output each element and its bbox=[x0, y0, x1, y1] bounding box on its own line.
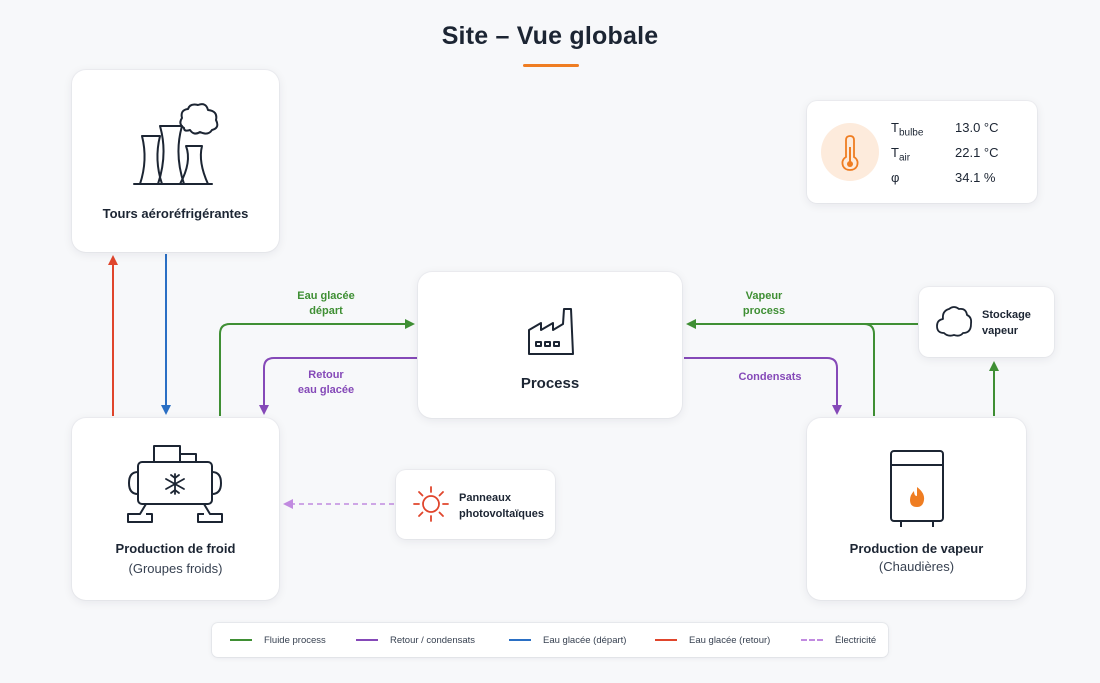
flow-condensats bbox=[684, 357, 842, 415]
node-panneaux-photovoltaiques[interactable]: Panneaux photovoltaïques bbox=[396, 470, 555, 539]
legend: Fluide process Retour / condensats Eau g… bbox=[212, 623, 888, 657]
title-underline bbox=[523, 64, 579, 67]
sensor-value-tair: 22.1 °C bbox=[955, 145, 999, 160]
node-label: Production de froid bbox=[115, 541, 236, 556]
sun-icon bbox=[413, 486, 449, 522]
sensor-label-phi: φ bbox=[891, 170, 900, 185]
node-label: Process bbox=[520, 375, 580, 392]
chiller-icon bbox=[127, 445, 223, 523]
node-production-vapeur[interactable]: Production de vapeur (Chaudières) bbox=[807, 418, 1026, 600]
node-production-froid[interactable]: Production de froid (Groupes froids) bbox=[72, 418, 279, 600]
label-vapeur-process: Vapeur process bbox=[742, 290, 786, 317]
label-eau-glacee-depart: Eau glacée départ bbox=[297, 290, 355, 317]
legend-item-retour-condensats: Retour / condensats bbox=[356, 623, 475, 657]
sensor-value-phi: 34.1 % bbox=[955, 170, 996, 185]
legend-swatch bbox=[509, 639, 531, 641]
node-label: Production de vapeur bbox=[849, 541, 984, 556]
legend-swatch bbox=[356, 639, 378, 641]
node-tours-aerorefrigerantes[interactable]: Tours aéroréfrigérantes bbox=[72, 70, 279, 252]
legend-item-eau-glacee-depart: Eau glacée (départ) bbox=[509, 623, 626, 657]
cloud-icon bbox=[936, 306, 973, 337]
flow-retour-eau-glacee bbox=[259, 357, 417, 415]
sensor-panel: Tbulbe 13.0 °C Tair 22.1 °C φ 34.1 % bbox=[807, 101, 1037, 203]
node-process[interactable]: Process bbox=[418, 272, 682, 418]
sensor-label-tair: Tair bbox=[891, 145, 911, 164]
cooling-tower-icon bbox=[133, 103, 219, 185]
legend-swatch bbox=[801, 639, 823, 641]
label-condensats: Condensats bbox=[738, 371, 802, 383]
sensor-label-tbulbe: Tbulbe bbox=[891, 120, 924, 139]
node-label: Stockage vapeur bbox=[982, 309, 1031, 337]
legend-item-eau-glacee-retour: Eau glacée (retour) bbox=[655, 623, 770, 657]
node-sublabel: (Groupes froids) bbox=[128, 561, 223, 576]
legend-swatch bbox=[655, 639, 677, 641]
label-retour-eau-glacee: Retour eau glacée bbox=[297, 369, 355, 396]
flow-eau-glacee-depart bbox=[219, 319, 415, 416]
flow-vapeur-from-boiler bbox=[863, 323, 875, 416]
legend-swatch bbox=[230, 639, 252, 641]
thermometer-icon bbox=[841, 135, 859, 171]
legend-item-electricite: Électricité bbox=[801, 623, 876, 657]
legend-item-fluide-process: Fluide process bbox=[230, 623, 326, 657]
boiler-icon bbox=[890, 450, 944, 527]
node-label: Panneaux photovoltaïques bbox=[459, 492, 544, 520]
node-label: Tours aéroréfrigérantes bbox=[102, 206, 249, 221]
factory-icon bbox=[528, 308, 574, 355]
node-stockage-vapeur[interactable]: Stockage vapeur bbox=[919, 287, 1054, 357]
page-title: Site – Vue globale bbox=[441, 22, 659, 50]
node-sublabel: (Chaudières) bbox=[878, 559, 955, 574]
sensor-value-tbulbe: 13.0 °C bbox=[955, 120, 999, 135]
